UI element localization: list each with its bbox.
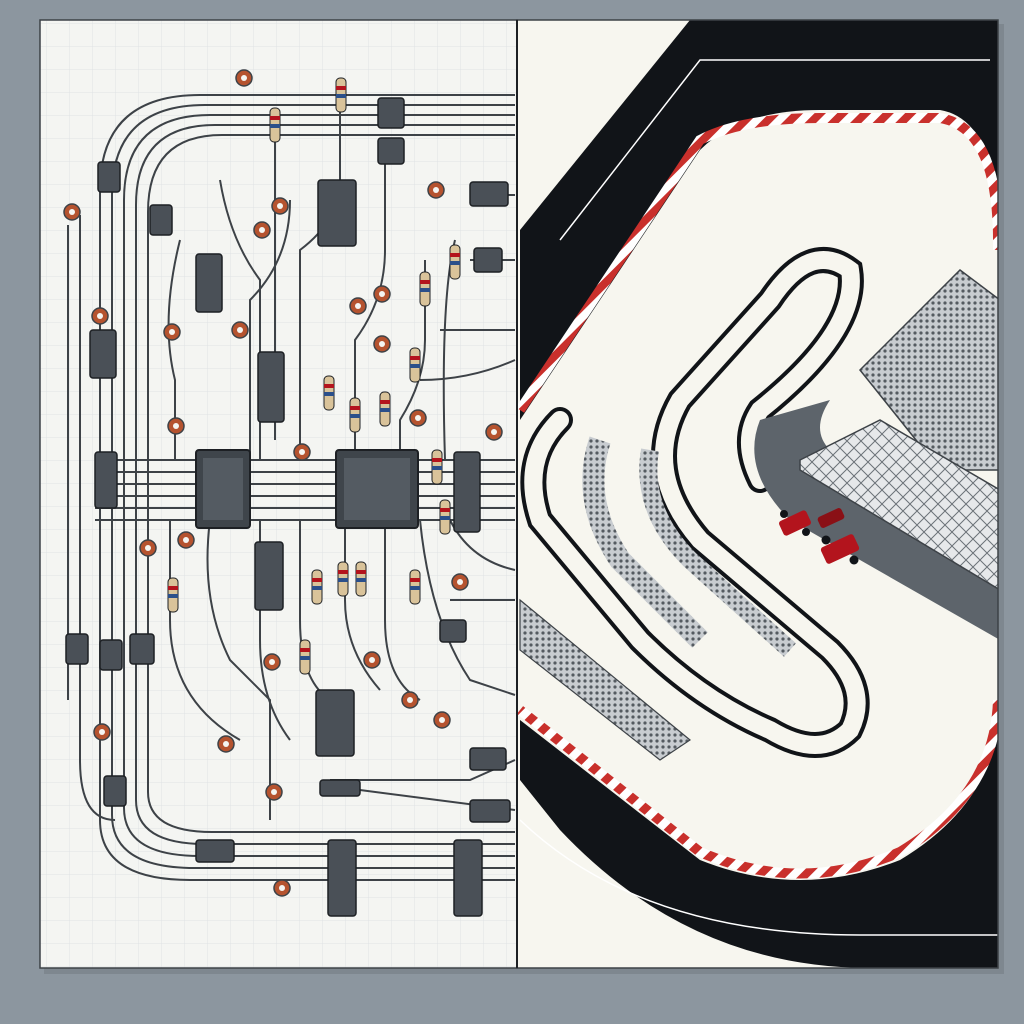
solder-pad	[271, 197, 289, 215]
component	[254, 541, 284, 611]
solder-pad	[235, 69, 253, 87]
solder-pad	[263, 653, 281, 671]
component	[469, 747, 507, 771]
resistor	[379, 391, 391, 427]
solder-pad	[451, 573, 469, 591]
component	[94, 451, 118, 509]
component	[377, 97, 405, 129]
resistor	[409, 347, 421, 383]
component	[327, 839, 357, 917]
component	[315, 689, 355, 757]
resistor	[269, 107, 281, 143]
component	[257, 351, 285, 423]
component	[129, 633, 155, 665]
resistor	[323, 375, 335, 411]
component	[195, 253, 223, 313]
resistor	[311, 569, 323, 605]
solder-pad	[253, 221, 271, 239]
solder-pad	[349, 297, 367, 315]
race-track-panel	[517, 20, 998, 968]
resistor	[355, 561, 367, 597]
component	[149, 204, 173, 236]
component	[473, 247, 503, 273]
resistor	[431, 449, 443, 485]
solder-pad	[217, 735, 235, 753]
component	[453, 451, 481, 533]
solder-pad	[139, 539, 157, 557]
resistor	[349, 397, 361, 433]
component	[89, 329, 117, 379]
component	[195, 839, 235, 863]
solder-pad	[401, 691, 419, 709]
solder-pad	[373, 285, 391, 303]
solder-pad	[91, 307, 109, 325]
solder-pad	[373, 335, 391, 353]
solder-pad	[265, 783, 283, 801]
solder-pad	[427, 181, 445, 199]
resistor	[409, 569, 421, 605]
component	[65, 633, 89, 665]
race-car	[817, 508, 860, 565]
solder-pad	[409, 409, 427, 427]
solder-pad	[273, 879, 291, 897]
solder-pad	[433, 711, 451, 729]
resistor	[419, 271, 431, 307]
resistor	[439, 499, 451, 535]
solder-pad	[293, 443, 311, 461]
circuit-board-panel	[40, 20, 517, 968]
component	[469, 799, 511, 823]
resistor	[337, 561, 349, 597]
component	[97, 161, 121, 193]
component	[377, 137, 405, 165]
grandstand	[799, 269, 998, 590]
race-track-icon	[517, 20, 998, 968]
component	[317, 179, 357, 247]
resistor	[335, 77, 347, 113]
solder-pad	[93, 723, 111, 741]
component	[319, 779, 361, 797]
solder-pad	[231, 321, 249, 339]
component	[439, 619, 467, 643]
microchip-left	[195, 449, 251, 529]
resistor	[449, 244, 461, 280]
solder-pad	[485, 423, 503, 441]
solder-pad	[63, 203, 81, 221]
race-car	[779, 510, 811, 536]
solder-pad	[167, 417, 185, 435]
solder-pad	[163, 323, 181, 341]
component	[103, 775, 127, 807]
solder-pad	[177, 531, 195, 549]
solder-pad	[363, 651, 381, 669]
resistor	[167, 577, 179, 613]
microchip-right	[335, 449, 419, 529]
resistor	[299, 639, 311, 675]
component	[453, 839, 483, 917]
component	[469, 181, 509, 207]
component	[99, 639, 123, 671]
grandstand-lower	[519, 598, 692, 761]
